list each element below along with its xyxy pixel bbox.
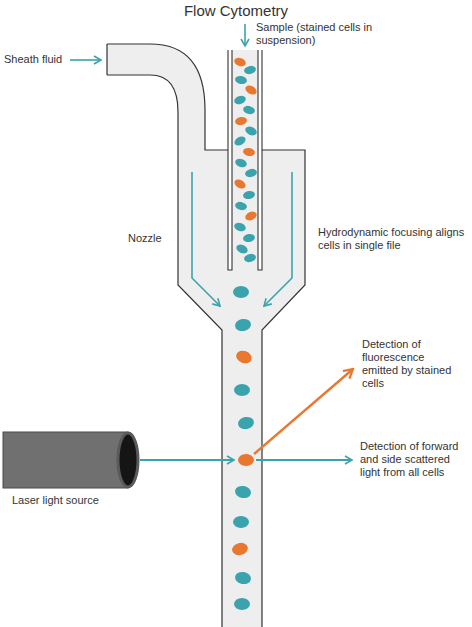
sample-tube [232, 50, 258, 270]
stained-cell [233, 56, 247, 68]
laser-light-source [3, 432, 138, 488]
part-label: Nozzle [128, 232, 176, 245]
flow-arrows [244, 24, 246, 46]
nozzle-body [107, 44, 305, 627]
unstained-cell [242, 105, 256, 116]
unstained-cell [234, 75, 247, 85]
stained-cell [234, 116, 247, 126]
stained-cell [234, 349, 253, 366]
stained-cell [233, 178, 247, 191]
flow-arrows [70, 24, 292, 306]
stained-cell [231, 541, 250, 557]
nozzle-body [106, 44, 107, 75]
unstained-cell [234, 598, 250, 610]
unstained-cell [234, 571, 252, 586]
annotation: Hydrodynamic focusing aligns cells in si… [318, 226, 468, 252]
annotation: Detection of forward and side scattered … [360, 440, 468, 479]
part-label: Sheath fluid [4, 53, 70, 66]
unstained-cell [235, 243, 249, 255]
unstained-cell [233, 516, 249, 528]
light-paths [256, 459, 352, 461]
sample-tube [228, 50, 262, 270]
sample-tube [228, 50, 262, 270]
unstained-cell [234, 201, 248, 212]
unstained-cell [233, 94, 247, 106]
unstained-cell [233, 221, 247, 233]
annotation: Detection of fluorescence emitted by sta… [362, 338, 458, 390]
light-paths [140, 369, 353, 460]
unstained-cell [234, 318, 252, 333]
unstained-cell [243, 253, 257, 264]
unstained-cell [234, 384, 250, 396]
stained-cell [242, 147, 255, 157]
stained-cell [244, 84, 258, 97]
laser-light-source [3, 432, 128, 488]
cells [231, 56, 258, 610]
laser-light-source [118, 433, 138, 487]
diagram-title: Flow Cytometry [0, 2, 472, 19]
flow-arrows [264, 172, 292, 306]
unstained-cell [234, 485, 252, 500]
light-paths [140, 459, 234, 461]
unstained-cell [242, 233, 255, 243]
part-label: Laser light source [12, 494, 132, 507]
unstained-cell [244, 125, 258, 137]
nozzle-body [107, 44, 305, 627]
nozzle-body [107, 75, 222, 627]
flow-arrows [70, 59, 101, 61]
unstained-cell [242, 190, 255, 200]
unstained-cell [237, 416, 255, 431]
sample-tube [228, 50, 262, 270]
unstained-cell [234, 157, 248, 169]
part-label: Sample (stained cells in suspension) [256, 21, 406, 47]
stained-cell [244, 210, 258, 222]
unstained-cell [233, 286, 249, 298]
flow-arrows [192, 172, 220, 306]
unstained-cell [244, 168, 258, 179]
nozzle-body [107, 44, 305, 627]
unstained-cell [243, 65, 257, 76]
stained-cell [238, 454, 254, 466]
light-paths [254, 369, 353, 454]
unstained-cell [233, 135, 247, 148]
